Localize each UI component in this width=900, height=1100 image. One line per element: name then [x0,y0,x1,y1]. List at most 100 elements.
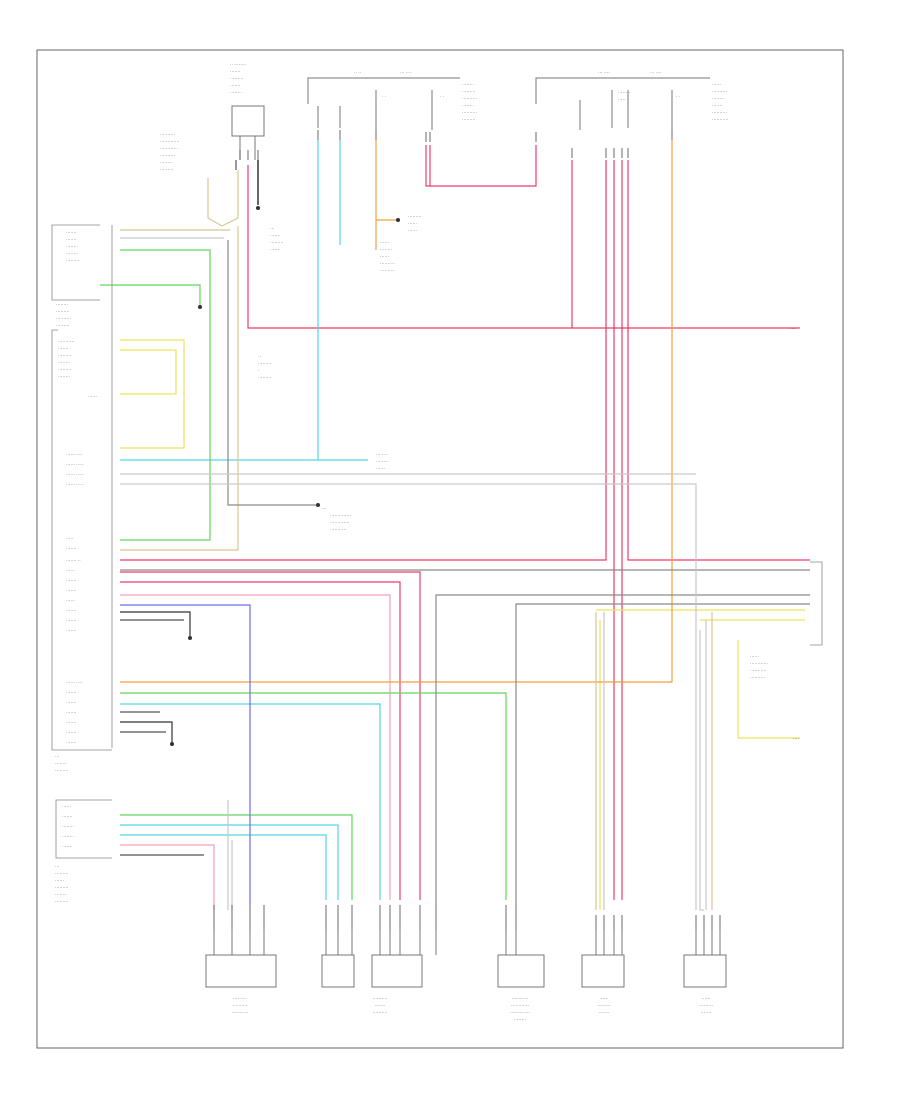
svg-text:···: ··· [55,754,60,759]
svg-text:··: ·· [258,354,261,359]
svg-text:········: ········ [62,824,74,829]
svg-text:·······: ······· [712,103,723,108]
svg-text:······: ······ [599,996,608,1001]
svg-text:···········: ··········· [58,339,74,344]
svg-text:·········: ········· [56,309,70,314]
svg-text:······: ······ [55,878,64,883]
svg-text:······ ····: ······ ···· [66,452,82,457]
svg-text:··········: ·········· [232,1003,247,1008]
wire-green-2 [100,284,201,305]
svg-text:··· ····: ··· ···· [650,70,662,75]
pcm-block: ······· ······· ········ ········ ······… [51,224,113,904]
svg-text:·········: ········· [462,117,476,122]
wire-red-1 [247,160,573,329]
svg-text:··········: ·········· [372,1010,387,1015]
svg-text:········: ········ [55,761,67,766]
svg-text:···: ··· [55,864,60,869]
svg-text:·· ········: ·· ········ [230,62,246,67]
svg-text:······· ··: ······· ·· [66,558,81,563]
wire-cyan-5 [120,824,339,900]
svg-text:··········: ·········· [712,89,727,94]
svg-text:·······: ······· [62,814,73,819]
svg-text:········: ········ [58,374,70,379]
svg-text:·······: ······· [375,1003,386,1008]
svg-text:·······: ······· [62,844,73,849]
svg-text:········: ········ [380,247,392,252]
svg-text:········: ········ [160,160,172,165]
wire-pink-1 [120,594,391,900]
svg-text:·······: ······· [66,690,77,695]
wire-lgray-6 [699,630,704,911]
relay-block: ··· ···· ··· ···· ········ ····· · · ···… [535,70,728,130]
wire-green-3 [120,692,507,900]
wire-red-3 [425,145,537,187]
svg-text:·········: ········· [408,214,422,219]
svg-text:·······: ······· [599,1010,610,1015]
wire-gray-2 [435,594,810,905]
svg-text:·······: ······· [66,546,77,551]
svg-text:······: ······ [408,221,417,226]
svg-text:·········: ········· [160,167,174,172]
svg-text:··········: ·········· [462,96,477,101]
svg-text:··········: ·········· [462,110,477,115]
svg-text:·······: ······· [66,700,77,705]
connector-marks [239,130,673,160]
svg-text:······: ······ [701,996,710,1001]
svg-text:······: ······ [380,240,389,245]
wire-black-2 [120,611,191,636]
svg-text:·········: ········· [55,768,69,773]
svg-text:··········: ·········· [372,996,387,1001]
svg-text:·······: ······· [66,608,77,613]
svg-text:······: ······ [88,394,97,399]
svg-text:·········: ········· [58,353,72,358]
svg-text:······ ·····: ······ ····· [66,472,84,477]
component-oxygen-sensor-2: ······ ········· ······· [683,930,727,1015]
svg-text:··········: ·········· [160,132,175,137]
svg-text:·····: ····· [66,536,74,541]
svg-text:····: ···· [793,736,799,741]
wire-cyan-4 [120,703,381,900]
svg-text:·········: ········· [56,323,70,328]
svg-text:····: ···· [790,326,796,331]
svg-text:······ ····: ······ ···· [66,680,82,685]
svg-text:··· ····: ··· ···· [400,70,412,75]
wire-cyan-6 [120,834,327,900]
svg-text:········: ········ [618,90,630,95]
component-throttle-position-sensor: ········· ·········· ··········· [205,930,277,1015]
svg-text:········: ········ [712,96,724,101]
wire-cyan-1 [120,140,319,461]
svg-text:············: ············ [160,146,178,151]
svg-text:·········: ········· [55,899,69,904]
component-transmission-range-switch: ··········· ············ ············· ·… [435,930,545,1022]
svg-text:·········: ········· [55,885,69,890]
svg-text:··········: ·········· [160,153,175,158]
svg-text:········: ········ [230,90,242,95]
svg-text:··········: ·········· [712,110,727,115]
svg-text:··········: ·········· [380,261,395,266]
svg-text:·······: ······· [66,740,77,745]
svg-text:······: ······ [62,804,71,809]
svg-text:·······: ······· [66,237,77,242]
svg-text:·········: ········· [597,1003,611,1008]
svg-text:··· ····: ··· ···· [598,70,610,75]
svg-text:···········: ··········· [712,117,728,122]
svg-text:···········: ··········· [750,668,766,673]
svg-text:·········: ········· [258,375,272,380]
wire-lgray-2 [120,483,697,910]
right-connector: ······ ············ ··········· ········… [750,326,823,741]
svg-text:·········: ········· [270,240,284,245]
bottom-components: ········· ·········· ··········· ·······… [205,905,727,1022]
svg-text:······: ······ [408,228,417,233]
svg-text:·········: ········· [58,367,72,372]
svg-text:·········: ········· [233,996,247,1001]
wire-tan-1 [207,170,239,227]
svg-text:········: ········ [66,251,78,256]
svg-text:·· ··: ·· ·· [354,70,361,75]
svg-text:· ·: · · [440,94,444,99]
wire-green-4 [120,814,353,900]
svg-text:···: ··· [322,506,327,511]
svg-text:·········: ········· [258,361,272,366]
svg-text:········: ········ [62,834,74,839]
svg-text:·······: ······· [58,346,69,351]
